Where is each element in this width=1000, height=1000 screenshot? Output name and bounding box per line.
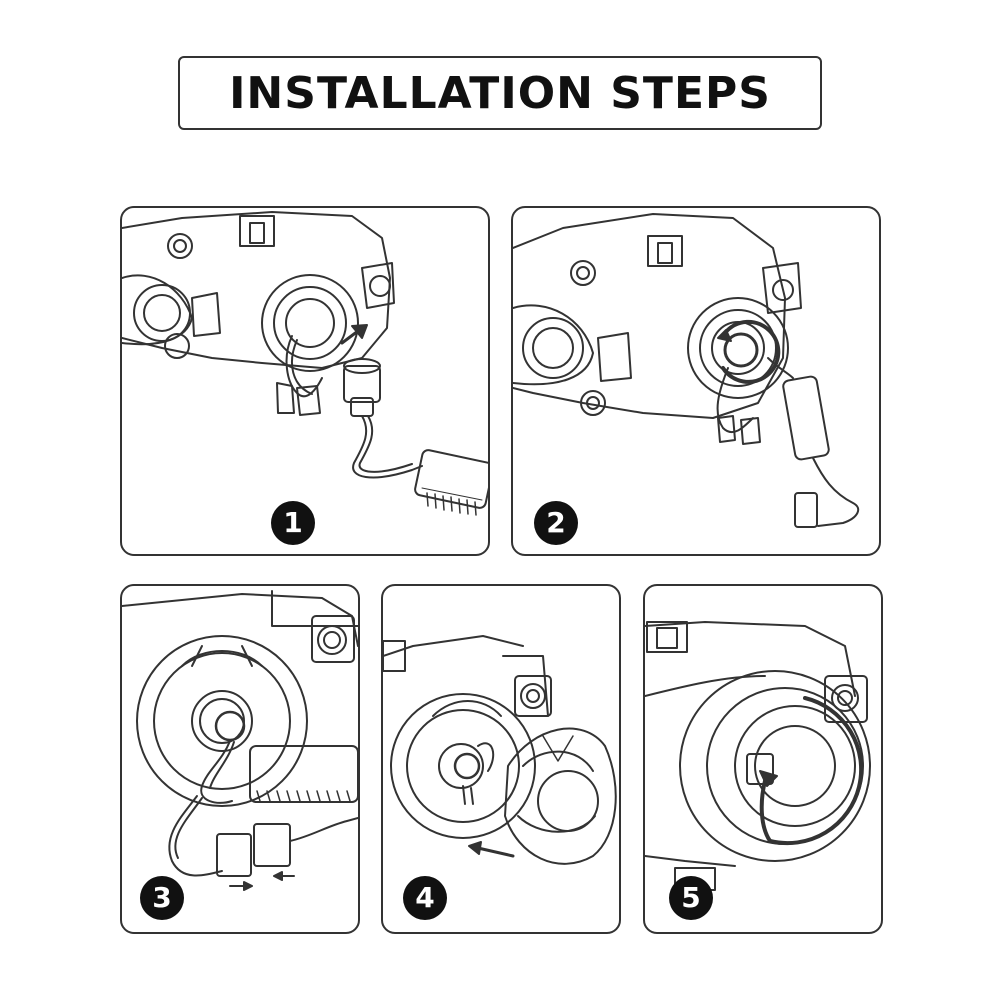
title-banner: INSTALLATION STEPS	[178, 56, 822, 130]
step-4-badge: 4	[403, 876, 447, 920]
step-3-badge: 3	[140, 876, 184, 920]
step-1-badge: 1	[271, 501, 315, 545]
step-5-number: 5	[681, 881, 701, 914]
page-title: INSTALLATION STEPS	[229, 67, 771, 119]
step-2-number: 2	[546, 506, 566, 539]
step-1-panel: 1	[120, 206, 490, 556]
step-4-illustration	[383, 635, 617, 865]
step-2-illustration	[513, 213, 860, 528]
step-2-panel: 2	[511, 206, 881, 556]
step-5-illustration	[645, 621, 871, 891]
step-1-number: 1	[283, 506, 303, 539]
step-4-number: 4	[415, 881, 435, 914]
step-5-badge: 5	[669, 876, 713, 920]
step-4-panel: 4	[381, 584, 621, 934]
step-3-panel: 3	[120, 584, 360, 934]
step-2-badge: 2	[534, 501, 578, 545]
step-3-illustration	[122, 590, 358, 891]
step-5-panel: 5	[643, 584, 883, 934]
step-1-illustration	[122, 211, 488, 516]
step-3-number: 3	[152, 881, 172, 914]
